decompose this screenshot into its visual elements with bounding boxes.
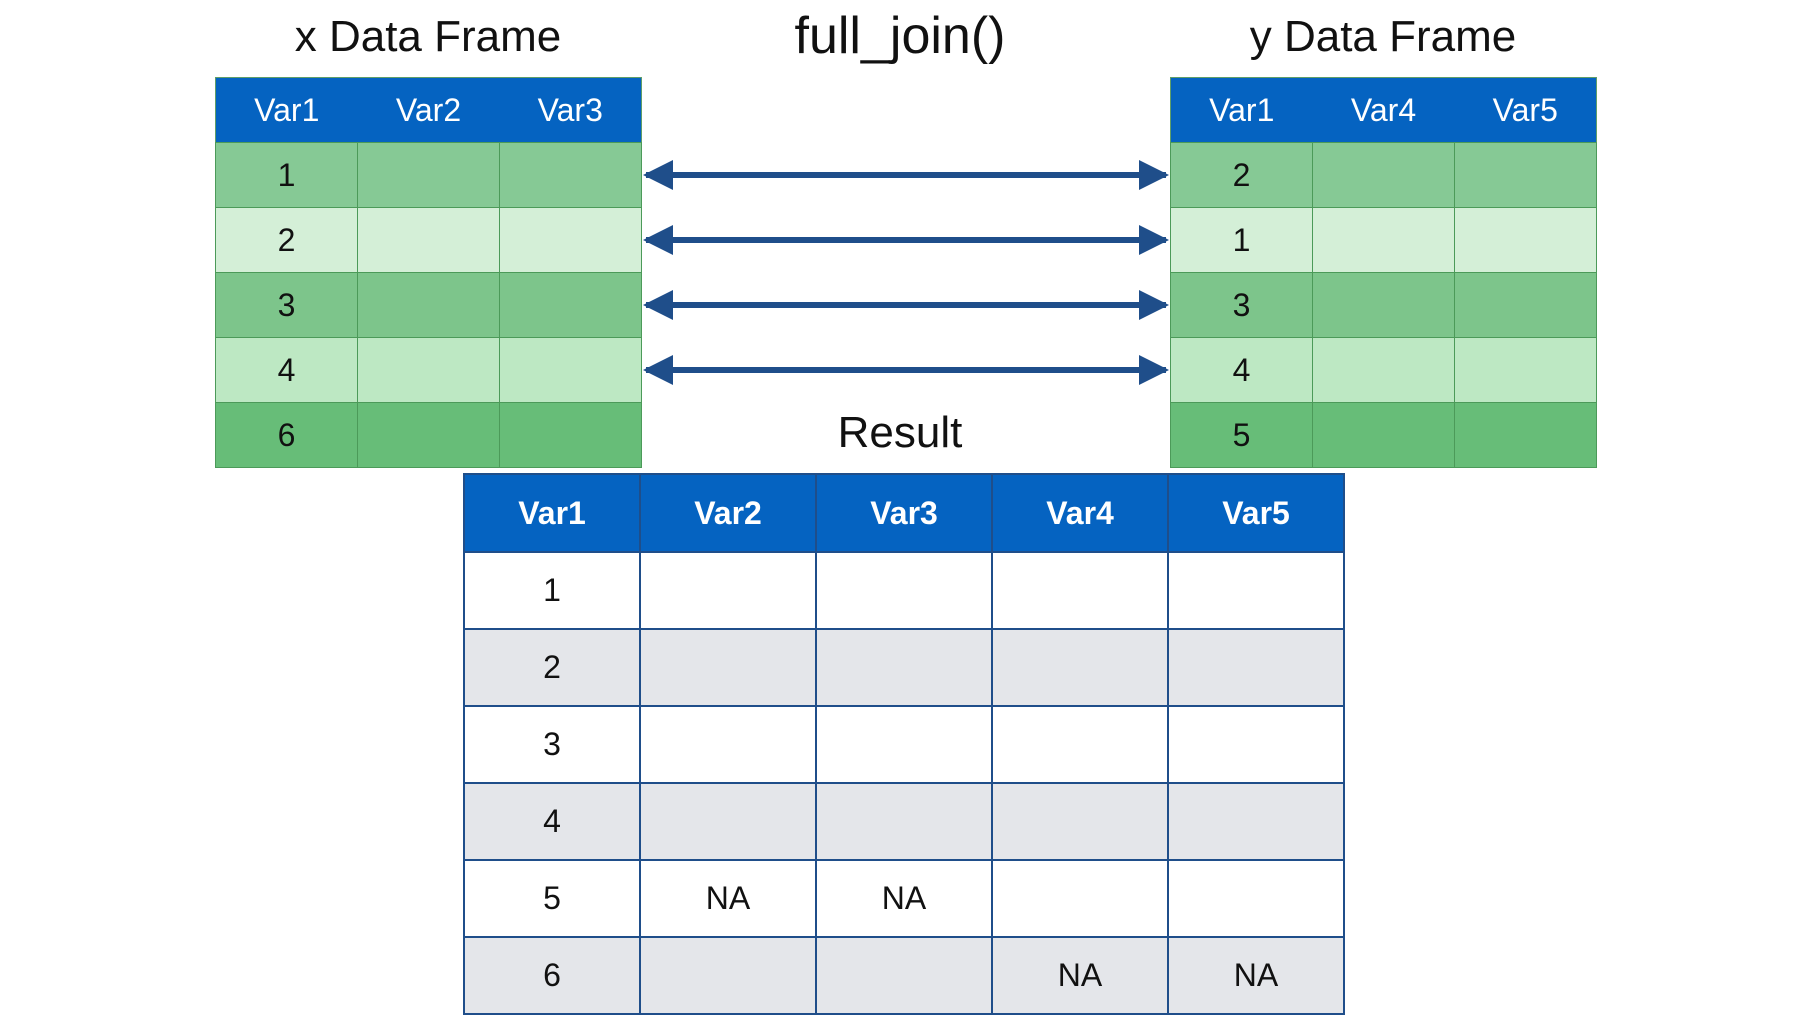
x-row: 2 <box>215 207 642 273</box>
x-data-frame-table: Var1 Var2 Var3 1 2 3 4 6 <box>215 77 642 468</box>
result-header-var4: Var4 <box>991 473 1169 553</box>
result-cell <box>991 551 1169 630</box>
y-row: 2 <box>1170 142 1597 208</box>
result-cell <box>991 705 1169 784</box>
y-cell: 5 <box>1170 402 1313 468</box>
result-cell <box>1167 782 1345 861</box>
y-cell <box>1454 142 1597 208</box>
result-cell <box>815 628 993 707</box>
y-cell <box>1312 142 1455 208</box>
result-cell <box>1167 551 1345 630</box>
result-cell <box>639 705 817 784</box>
result-header-var3: Var3 <box>815 473 993 553</box>
result-header-var1: Var1 <box>463 473 641 553</box>
x-cell: 4 <box>215 337 358 403</box>
diagram-title: full_join() <box>794 7 1006 65</box>
result-cell <box>991 782 1169 861</box>
result-header-var2: Var2 <box>639 473 817 553</box>
x-cell: 1 <box>215 142 358 208</box>
y-header-var5: Var5 <box>1454 77 1597 143</box>
y-row: 3 <box>1170 272 1597 338</box>
result-title: Result <box>837 408 963 457</box>
result-cell <box>815 936 993 1015</box>
result-cell <box>1167 628 1345 707</box>
result-row: 3 <box>463 705 1345 784</box>
y-cell <box>1312 402 1455 468</box>
y-cell <box>1454 337 1597 403</box>
y-cell <box>1312 207 1455 273</box>
result-cell <box>1167 859 1345 938</box>
x-frame-title: x Data Frame <box>294 12 562 61</box>
x-cell <box>499 272 642 338</box>
y-cell: 3 <box>1170 272 1313 338</box>
result-row: 2 <box>463 628 1345 707</box>
y-row: 1 <box>1170 207 1597 273</box>
result-cell: NA <box>639 859 817 938</box>
x-cell <box>357 207 500 273</box>
x-cell <box>499 337 642 403</box>
x-row: 1 <box>215 142 642 208</box>
y-cell: 4 <box>1170 337 1313 403</box>
x-cell <box>357 337 500 403</box>
result-row: 1 <box>463 551 1345 630</box>
x-cell <box>357 272 500 338</box>
result-cell <box>1167 705 1345 784</box>
y-cell <box>1312 337 1455 403</box>
x-cell: 3 <box>215 272 358 338</box>
result-cell <box>991 859 1169 938</box>
x-row: 4 <box>215 337 642 403</box>
y-header-var4: Var4 <box>1312 77 1455 143</box>
result-cell: 5 <box>463 859 641 938</box>
result-cell: NA <box>991 936 1169 1015</box>
result-cell: NA <box>815 859 993 938</box>
x-row: 3 <box>215 272 642 338</box>
y-cell: 1 <box>1170 207 1313 273</box>
y-cell <box>1454 272 1597 338</box>
result-cell <box>639 551 817 630</box>
y-cell <box>1454 402 1597 468</box>
result-cell: NA <box>1167 936 1345 1015</box>
x-row: 6 <box>215 402 642 468</box>
result-cell <box>639 628 817 707</box>
result-cell <box>815 705 993 784</box>
result-cell <box>991 628 1169 707</box>
y-row: 4 <box>1170 337 1597 403</box>
result-cell: 2 <box>463 628 641 707</box>
x-header-var3: Var3 <box>499 77 642 143</box>
result-cell <box>815 551 993 630</box>
y-cell: 2 <box>1170 142 1313 208</box>
result-cell <box>815 782 993 861</box>
result-cell <box>639 782 817 861</box>
x-cell <box>499 142 642 208</box>
y-row: 5 <box>1170 402 1597 468</box>
y-header-var1: Var1 <box>1170 77 1313 143</box>
result-cell: 1 <box>463 551 641 630</box>
result-cell <box>639 936 817 1015</box>
y-frame-title: y Data Frame <box>1249 12 1517 61</box>
x-header-var2: Var2 <box>357 77 500 143</box>
x-cell <box>357 142 500 208</box>
x-cell: 6 <box>215 402 358 468</box>
result-cell: 3 <box>463 705 641 784</box>
x-cell <box>499 207 642 273</box>
result-row: 4 <box>463 782 1345 861</box>
x-cell: 2 <box>215 207 358 273</box>
result-cell: 4 <box>463 782 641 861</box>
y-data-frame-table: Var1 Var4 Var5 2 1 3 4 5 <box>1170 77 1597 468</box>
result-header-var5: Var5 <box>1167 473 1345 553</box>
y-cell <box>1454 207 1597 273</box>
x-header-var1: Var1 <box>215 77 358 143</box>
x-cell <box>499 402 642 468</box>
y-cell <box>1312 272 1455 338</box>
result-cell: 6 <box>463 936 641 1015</box>
